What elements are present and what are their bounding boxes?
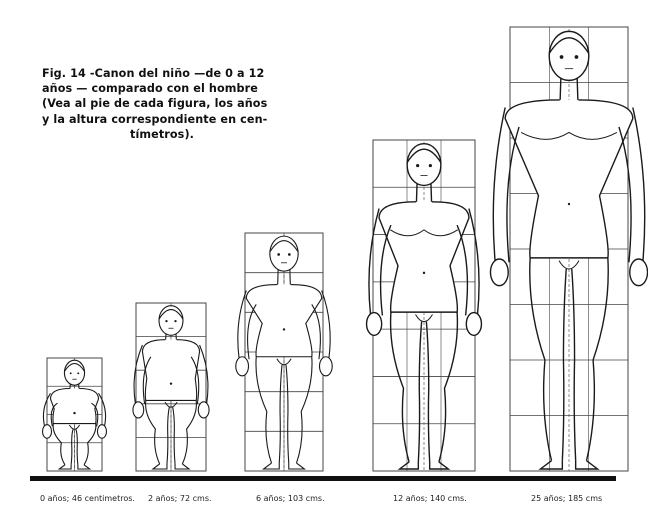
navel-mark: [423, 272, 425, 274]
head-outline: [270, 236, 298, 271]
hand-right-outline: [320, 357, 333, 376]
caption-line-3: (Vea al pie de cada figura, los años: [42, 96, 294, 111]
caption-line-4: y la altura correspondiente en cen-: [42, 112, 294, 127]
figure-label-6-years: 6 años; 103 cms.: [256, 494, 325, 503]
eye-left-mark: [70, 372, 72, 374]
eye-right-mark: [174, 320, 176, 322]
figure-label-12-years: 12 años; 140 cms.: [393, 494, 467, 503]
head-outline: [159, 306, 183, 336]
hand-left-outline: [133, 402, 144, 418]
navel-mark: [73, 412, 75, 414]
eye-right-mark: [429, 164, 432, 167]
caption-line-5: tímetros).: [42, 127, 294, 142]
navel-mark: [170, 382, 172, 384]
eye-left-mark: [277, 253, 280, 256]
figure-label-0-years: 0 años; 46 centimetros.: [40, 494, 135, 503]
torso-outline: [50, 388, 98, 423]
hand-left-outline: [43, 425, 52, 439]
figure-label-25-years: 25 años; 185 cms: [531, 494, 602, 503]
eye-right-mark: [288, 253, 291, 256]
eye-right-mark: [575, 55, 579, 59]
eye-left-mark: [416, 164, 419, 167]
eye-right-mark: [77, 372, 79, 374]
hand-right-outline: [198, 402, 209, 418]
eye-left-mark: [165, 320, 167, 322]
hand-left-outline: [490, 259, 508, 286]
figure-label-2-years: 2 años; 72 cms.: [148, 494, 212, 503]
navel-mark: [283, 328, 285, 330]
hand-right-outline: [466, 313, 481, 336]
hand-right-outline: [97, 425, 106, 439]
eye-left-mark: [560, 55, 564, 59]
hand-right-outline: [630, 259, 648, 286]
caption-line-1: Fig. 14 -Canon del niño —de 0 a 12: [42, 66, 294, 81]
navel-mark: [568, 203, 570, 205]
caption-line-2: años — comparado con el hombre: [42, 81, 294, 96]
hand-left-outline: [367, 313, 382, 336]
torso-outline: [142, 340, 199, 401]
hand-left-outline: [236, 357, 249, 376]
head-outline: [407, 144, 441, 186]
figure-caption: Fig. 14 -Canon del niño —de 0 a 12 años …: [42, 66, 294, 142]
head-outline: [549, 31, 589, 80]
ground-line: [30, 476, 616, 481]
